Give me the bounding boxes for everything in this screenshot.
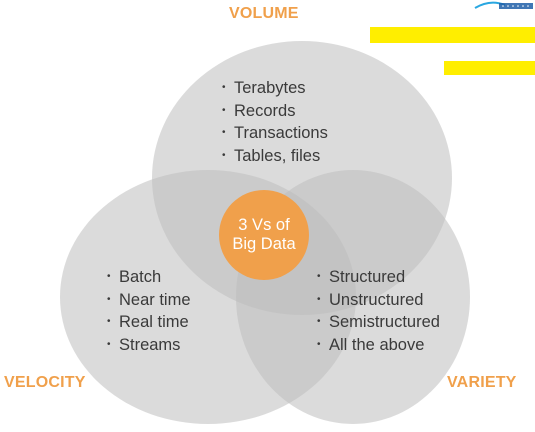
- list-item: •All the above: [317, 335, 425, 354]
- list-item: •Records: [222, 101, 296, 120]
- list-item: •Semistructured: [317, 313, 440, 331]
- list-item: •Terabytes: [222, 79, 306, 97]
- velocity-title: VELOCITY: [4, 374, 86, 391]
- list-item: •Near time: [107, 290, 191, 309]
- velocity-list: •Batch •Near time •Real time •Streams: [107, 266, 191, 356]
- list-item: •Structured: [317, 268, 406, 286]
- list-item: •Real time: [107, 313, 189, 331]
- list-item: •Tables, files: [222, 146, 321, 165]
- center-label-line: Big Data: [232, 235, 296, 253]
- center-label: 3 Vs of Big Data: [232, 216, 295, 254]
- variety-title: VARIETY: [447, 374, 517, 391]
- list-item: •Batch: [107, 268, 162, 286]
- list-item: •Transactions: [222, 124, 328, 142]
- volume-list: •Terabytes •Records •Transactions •Table…: [222, 77, 328, 167]
- volume-title: VOLUME: [229, 5, 299, 22]
- highlight-bar: [370, 27, 535, 43]
- list-item: •Unstructured: [317, 290, 424, 309]
- highlight-bar: [444, 61, 535, 75]
- center-circle: 3 Vs of Big Data: [219, 190, 309, 280]
- center-label-line: 3 Vs of: [238, 216, 290, 234]
- variety-list: •Structured •Unstructured •Semistructure…: [317, 266, 440, 356]
- list-item: •Streams: [107, 335, 181, 354]
- corner-logo-icon: [474, 1, 533, 9]
